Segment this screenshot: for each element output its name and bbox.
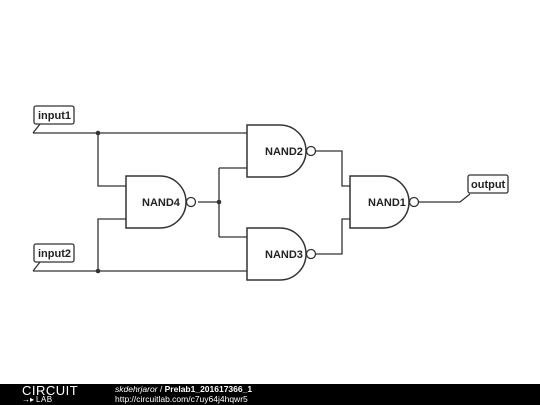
author-name[interactable]: skdehrjaror (115, 384, 158, 394)
wires (32, 123, 471, 274)
gate-nand1-label: NAND1 (368, 197, 406, 209)
wire-input2-to-nand4 (97, 218, 126, 271)
junction-input2 (95, 268, 101, 274)
gate-nand4-label: NAND4 (142, 197, 181, 209)
wire-nand2-out (316, 150, 350, 187)
logo-diode-icon: →▸ (22, 395, 35, 404)
logo-text-top: CIRCUIT (22, 383, 79, 398)
wire-nand3-out (316, 218, 350, 255)
logo-text-bottom: LAB (36, 395, 53, 404)
gate-nand3: NAND3 (246, 227, 317, 281)
gate-nand2-label: NAND2 (265, 146, 303, 158)
port-output-label: output (471, 179, 506, 191)
wire-input1-to-nand4 (97, 133, 126, 187)
port-input1-label: input1 (38, 110, 71, 122)
port-input2: input2 (33, 243, 75, 263)
footer-bar: CIRCUIT →▸ LAB skdehrjaror / Prelab1_201… (0, 383, 540, 405)
wire-nand1-out (419, 193, 471, 203)
circuit-schematic: NAND2 NAND3 NAND4 NAND1 input1 input2 ou… (32, 105, 509, 281)
circuit-url[interactable]: http://circuitlab.com/c7uy64j4hqwr5 (115, 394, 248, 404)
gate-nand4: NAND4 (125, 175, 197, 229)
wire-input2-tab (32, 261, 41, 272)
gate-nand1: NAND1 (349, 175, 420, 229)
port-input1: input1 (33, 105, 75, 125)
port-input2-label: input2 (38, 248, 71, 260)
gate-nand2: NAND2 (246, 124, 317, 178)
caption-separator: / (157, 384, 165, 394)
junction-input1 (95, 130, 101, 136)
wire-input1-tab (32, 123, 41, 134)
port-output: output (467, 174, 509, 194)
footer-caption: skdehrjaror / Prelab1_201617366_1 http:/… (115, 384, 252, 404)
junction-nand4-out (216, 199, 222, 205)
circuitlab-logo[interactable]: CIRCUIT →▸ LAB (22, 383, 92, 405)
circuit-title[interactable]: Prelab1_201617366_1 (164, 384, 253, 394)
gate-nand3-label: NAND3 (265, 249, 303, 261)
